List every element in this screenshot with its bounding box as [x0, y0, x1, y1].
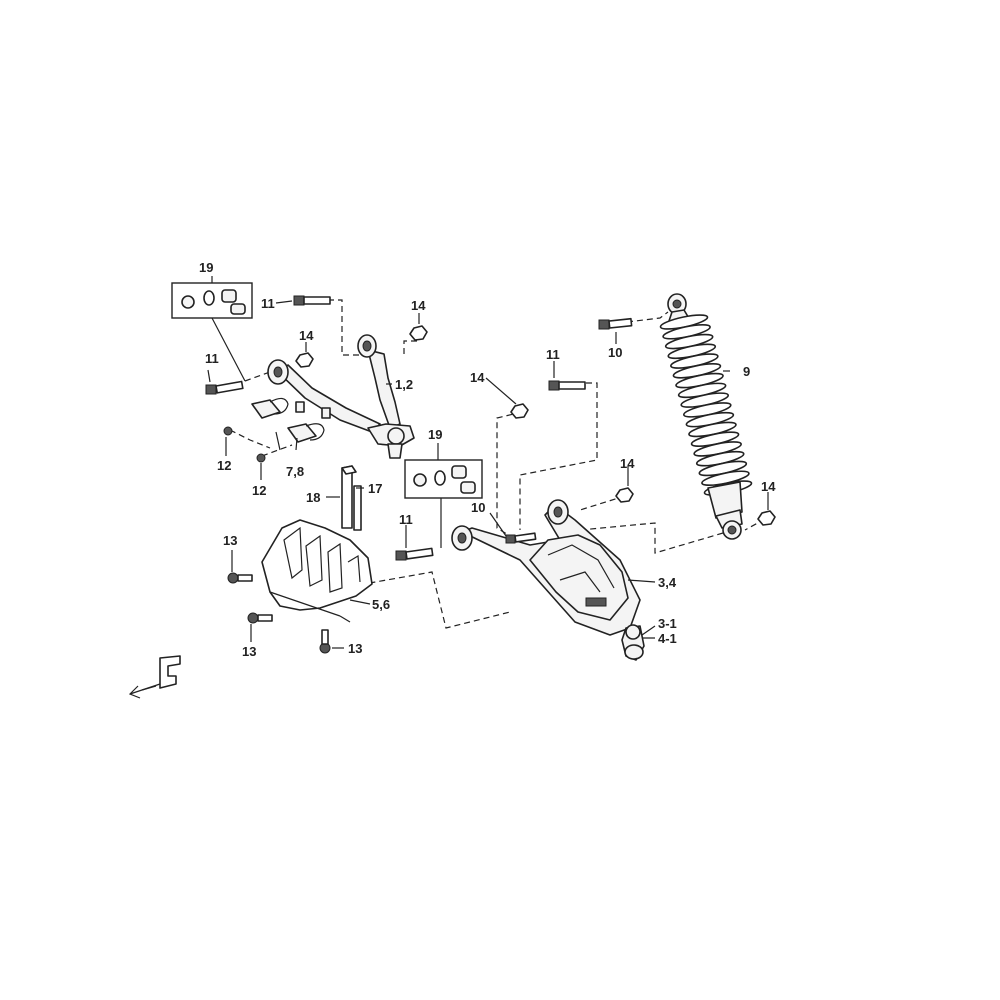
- label-bolt-upper-left: 11: [205, 351, 219, 366]
- upper-a-arm: [267, 334, 415, 459]
- coil-spring: [659, 314, 753, 496]
- label-shock: 9: [743, 364, 750, 379]
- label-nut-lower-right: 14: [620, 456, 635, 471]
- label-screw-a: 12: [217, 458, 231, 473]
- label-ball-joint-4: 4-1: [658, 631, 677, 646]
- label-lower-arm: 3,4: [658, 575, 677, 590]
- label-guard-bolt-b: 13: [242, 644, 256, 659]
- label-upper-arm: 1,2: [395, 377, 413, 392]
- label-guard-bolt-c: 13: [348, 641, 362, 656]
- label-bolt-upper-top: 11: [261, 296, 275, 311]
- label-ball-joint-3: 3-1: [658, 616, 677, 631]
- label-screw-b: 12: [252, 483, 266, 498]
- shock-absorber: [659, 293, 753, 540]
- skid-guard: [261, 519, 373, 623]
- label-nut-shock-bottom: 14: [761, 479, 776, 494]
- bushing-kit-lower: [404, 459, 483, 548]
- assembly-lines: [229, 299, 766, 629]
- label-clamp: 7,8: [286, 464, 304, 479]
- label-guard: 5,6: [372, 597, 390, 612]
- leader-lines: [207, 276, 769, 649]
- callout-labels: 19 19 11 11 11 11 14 14 14 14 14 1,2 3,4…: [199, 260, 776, 659]
- label-shock-bolt-top: 10: [608, 345, 622, 360]
- label-guard-bolt-a: 13: [223, 533, 237, 548]
- front-direction-arrow-icon: [128, 655, 181, 699]
- rubber-strips: [341, 465, 362, 531]
- label-kit-upper: 19: [199, 260, 213, 275]
- bolts: [205, 295, 776, 654]
- label-strip-18: 18: [306, 490, 320, 505]
- label-nut-lower-arm: 14: [470, 370, 485, 385]
- label-nut-upper-top: 14: [411, 298, 426, 313]
- label-nut-upper-mid: 14: [299, 328, 314, 343]
- label-strip-17: 17: [368, 481, 382, 496]
- label-shock-bolt-bottom: 10: [471, 500, 485, 515]
- label-bolt-lower-mid: 11: [399, 512, 413, 527]
- bushing-kit-upper: [171, 282, 253, 382]
- hose-clamps: [251, 397, 325, 443]
- label-bolt-lower-right: 11: [546, 347, 560, 362]
- lower-a-arm: [451, 499, 645, 661]
- label-kit-lower: 19: [428, 427, 442, 442]
